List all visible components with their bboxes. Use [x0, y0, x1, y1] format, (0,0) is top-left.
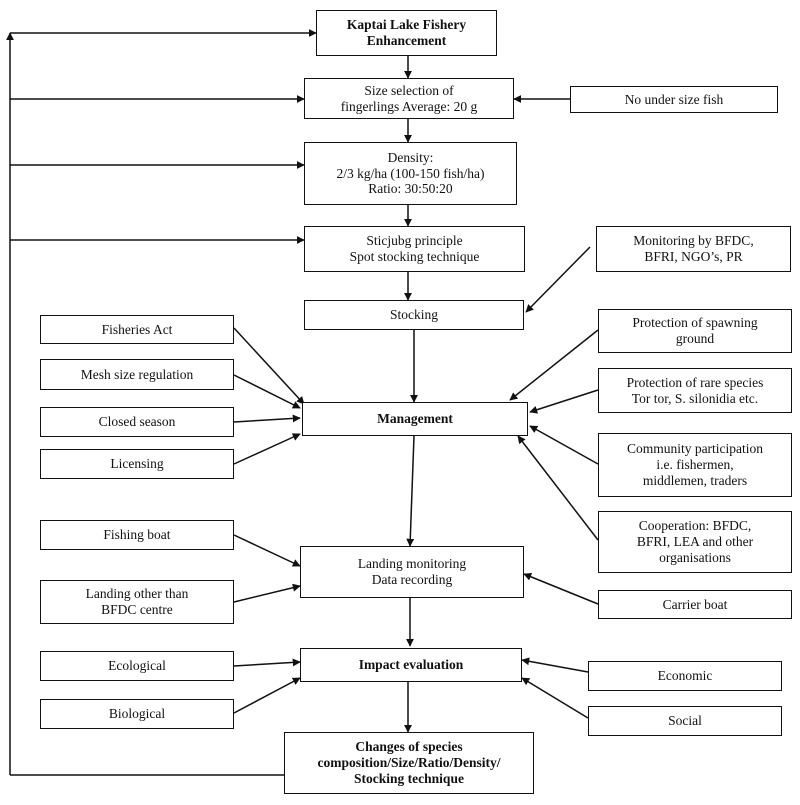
density-box: Density: 2/3 kg/ha (100-150 fish/ha) Rat…	[304, 142, 517, 205]
arrow-spawning	[509, 329, 599, 401]
arrow-biological	[233, 677, 301, 714]
no-under-size-box: No under size fish	[570, 86, 778, 113]
arrow-fisheries-act	[233, 327, 305, 405]
mesh-size-box: Mesh size regulation	[40, 359, 234, 390]
stocking-box: Stocking	[304, 300, 524, 330]
arrow-mesh-size	[233, 374, 301, 409]
impact-evaluation-box: Impact evaluation	[300, 648, 522, 682]
rare-species-box: Protection of rare species Tor tor, S. s…	[598, 368, 792, 413]
management-box: Management	[302, 402, 528, 436]
licensing-box: Licensing	[40, 449, 234, 479]
fisheries-act-box: Fisheries Act	[40, 315, 234, 344]
spawning-box: Protection of spawning ground	[598, 309, 792, 353]
principle-box: Sticjubg principle Spot stocking techniq…	[304, 226, 525, 272]
economic-box: Economic	[588, 661, 782, 691]
landing-other-box: Landing other than BFDC centre	[40, 580, 234, 624]
arrow-community	[529, 425, 599, 465]
arrow-economic	[521, 657, 589, 673]
arrow-fishing-boat	[233, 534, 301, 567]
arrow-rare-species	[529, 389, 599, 414]
carrier-boat-box: Carrier boat	[598, 590, 792, 619]
cooperation-box: Cooperation: BFDC, BFRI, LEA and other o…	[598, 511, 792, 573]
landing-monitoring-box: Landing monitoring Data recording	[300, 546, 524, 598]
community-box: Community participation i.e. fishermen, …	[598, 433, 792, 497]
fishing-boat-box: Fishing boat	[40, 520, 234, 550]
social-box: Social	[588, 706, 782, 736]
monitoring-box: Monitoring by BFDC, BFRI, NGO’s, PR	[596, 226, 791, 272]
arrow-management-to-landing	[406, 435, 415, 547]
arrow-licensing	[233, 433, 301, 465]
arrow-closed-season	[233, 414, 301, 423]
size-selection-box: Size selection of fingerlings Average: 2…	[304, 78, 514, 119]
closed-season-box: Closed season	[40, 407, 234, 437]
arrow-social	[521, 677, 589, 719]
arrow-monitoring	[525, 246, 591, 313]
arrow-ecological	[233, 658, 301, 667]
arrow-landing-other	[233, 583, 301, 603]
changes-box: Changes of species composition/Size/Rati…	[284, 732, 534, 794]
arrow-carrier-boat	[523, 572, 599, 605]
ecological-box: Ecological	[40, 651, 234, 681]
biological-box: Biological	[40, 699, 234, 729]
enhancement-box: Kaptai Lake Fishery Enhancement	[316, 10, 497, 56]
arrow-cooperation	[517, 435, 599, 541]
